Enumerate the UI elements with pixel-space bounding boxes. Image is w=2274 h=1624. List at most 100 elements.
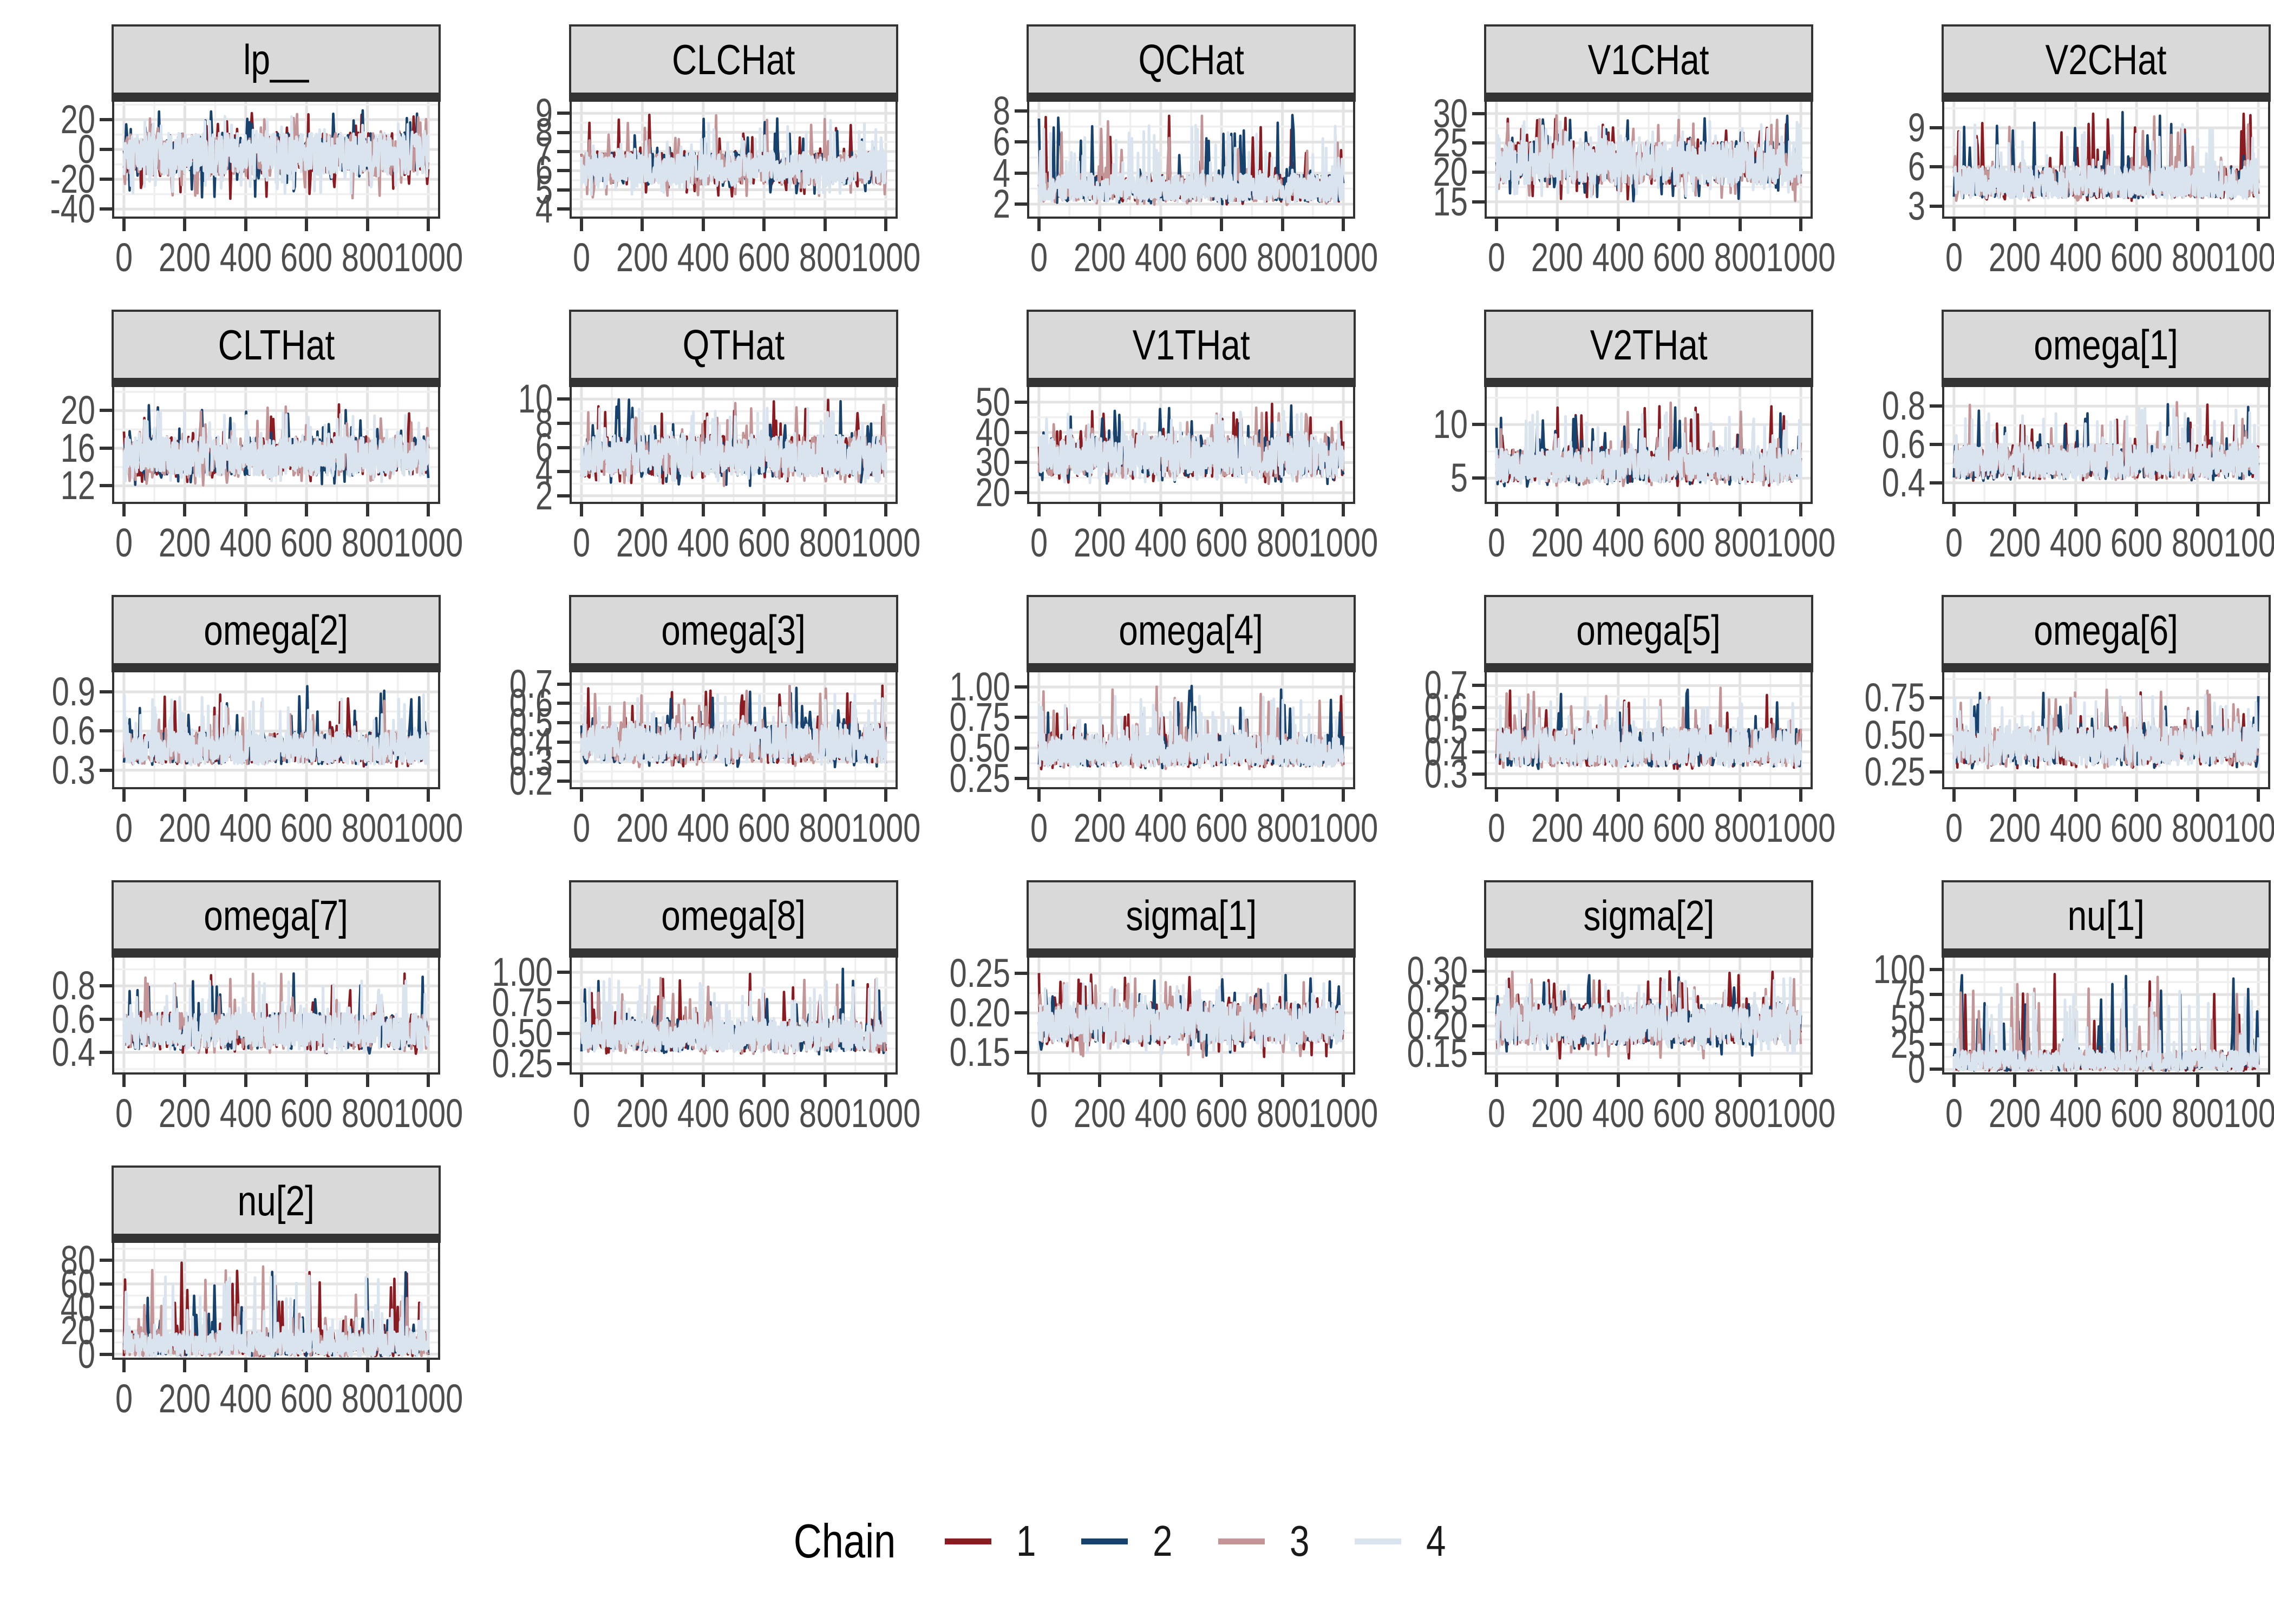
- x-tick-label: 400: [1592, 806, 1645, 850]
- y-tick-label: 0.75: [949, 695, 1010, 739]
- y-tick-label: 10: [1433, 402, 1468, 447]
- facet-title: omega[4]: [1119, 606, 1264, 654]
- x-tick-label: 400: [1134, 520, 1187, 565]
- y-axis-tick: [1472, 970, 1485, 973]
- facet-title: omega[1]: [2034, 320, 2179, 369]
- y-tick-label: 3: [1907, 184, 1925, 228]
- legend-chain-label: 2: [1153, 1517, 1173, 1565]
- facet-strip: QTHat: [569, 310, 898, 380]
- x-tick-label: 600: [280, 806, 333, 850]
- facet-strip: omega[8]: [569, 880, 898, 951]
- x-tick-label: 400: [219, 520, 272, 565]
- x-axis-tick: [1281, 219, 1284, 231]
- x-tick-label: 0: [572, 235, 591, 280]
- y-axis-tick: [1930, 1043, 1942, 1046]
- x-axis-tick: [762, 1075, 766, 1087]
- facet-title: V1THat: [1132, 320, 1250, 369]
- x-axis-tick: [366, 789, 369, 802]
- y-axis-tick: [1930, 165, 1942, 168]
- x-tick-label: 400: [677, 520, 730, 565]
- x-tick-label: 200: [158, 806, 211, 850]
- x-tick-label: 0: [1030, 235, 1048, 280]
- y-axis-tick: [1472, 728, 1485, 731]
- y-tick-label: 0.6: [1424, 685, 1468, 730]
- y-tick-label: 0.25: [949, 951, 1010, 996]
- x-tick-label: 600: [1195, 235, 1248, 280]
- y-axis-tick: [1472, 997, 1485, 1000]
- x-axis-tick: [122, 219, 126, 231]
- y-tick-label: 50: [975, 379, 1010, 424]
- y-axis-tick: [100, 484, 112, 487]
- x-tick-label: 1000: [1308, 235, 1378, 280]
- x-axis-tick: [1677, 504, 1681, 516]
- y-tick-label: 0.3: [1424, 751, 1468, 796]
- x-tick-label: 200: [1531, 520, 1584, 565]
- y-tick-label: 0.8: [51, 963, 95, 1008]
- y-tick-label: 0.4: [1424, 729, 1468, 774]
- strip-bottom-bar: [1027, 380, 1356, 387]
- x-axis-tick: [702, 504, 705, 516]
- y-tick-label: 0.50: [1864, 712, 1925, 757]
- x-axis-tick: [2135, 789, 2138, 802]
- y-axis-tick: [1015, 972, 1027, 975]
- x-tick-label: 800: [2171, 1091, 2224, 1136]
- x-axis-tick: [1159, 504, 1162, 516]
- x-tick-label: 200: [616, 806, 669, 850]
- x-tick-label: 600: [2110, 235, 2163, 280]
- strip-bottom-bar: [1942, 951, 2271, 958]
- y-axis-tick: [100, 148, 112, 151]
- y-tick-label: 0.6: [51, 708, 95, 753]
- x-tick-label: 1000: [393, 806, 463, 850]
- y-tick-label: 10: [518, 376, 553, 421]
- x-axis-tick: [366, 1075, 369, 1087]
- x-axis-tick: [122, 1360, 126, 1372]
- x-tick-label: 1000: [1308, 806, 1378, 850]
- y-tick-label: 0.6: [51, 997, 95, 1042]
- facet-strip: omega[6]: [1942, 595, 2271, 665]
- panel-frame: [570, 672, 898, 789]
- y-axis-tick: [100, 409, 112, 412]
- x-tick-label: 0: [1030, 520, 1048, 565]
- x-tick-label: 400: [219, 235, 272, 280]
- y-axis-tick: [557, 446, 570, 449]
- x-axis-tick: [1037, 789, 1041, 802]
- x-tick-label: 400: [1592, 235, 1645, 280]
- x-tick-label: 800: [1714, 520, 1767, 565]
- x-tick-label: 0: [1945, 520, 1963, 565]
- legend-title: Chain: [793, 1514, 896, 1568]
- y-axis-tick: [100, 207, 112, 211]
- x-axis-tick: [427, 504, 430, 516]
- facet-title: QCHat: [1138, 35, 1244, 83]
- chain-legend: Chain 1 2 3 4: [0, 1511, 2274, 1571]
- x-axis-tick: [1220, 219, 1223, 231]
- trace-plot: [572, 387, 896, 502]
- x-tick-label: 200: [1073, 235, 1126, 280]
- x-axis-tick: [2013, 504, 2016, 516]
- x-tick-label: 0: [1945, 235, 1963, 280]
- x-axis-tick: [1799, 504, 1802, 516]
- x-axis-tick: [122, 789, 126, 802]
- x-tick-label: 200: [616, 1091, 669, 1136]
- x-axis-tick: [1799, 1075, 1802, 1087]
- strip-bottom-bar: [112, 951, 441, 958]
- y-tick-label: 0.30: [1407, 948, 1468, 993]
- y-tick-label: 15: [1433, 179, 1468, 224]
- x-tick-label: 800: [1256, 1091, 1309, 1136]
- legend-chain-label: 1: [1016, 1517, 1036, 1565]
- y-axis-tick: [100, 1282, 112, 1286]
- x-axis-tick: [1037, 219, 1041, 231]
- trace-plot: [1029, 958, 1353, 1072]
- strip-bottom-bar: [569, 95, 898, 102]
- x-tick-label: 600: [737, 235, 790, 280]
- y-tick-label: 1.00: [492, 949, 553, 994]
- y-axis-tick: [100, 1018, 112, 1021]
- x-axis-tick: [305, 789, 308, 802]
- x-tick-label: 600: [1195, 520, 1248, 565]
- strip-bottom-bar: [569, 951, 898, 958]
- x-axis-tick: [1037, 1075, 1041, 1087]
- trace-plot: [114, 1243, 438, 1358]
- x-axis-tick: [305, 1075, 308, 1087]
- y-axis-tick: [557, 131, 570, 134]
- strip-bottom-bar: [1942, 665, 2271, 672]
- x-axis-tick: [762, 504, 766, 516]
